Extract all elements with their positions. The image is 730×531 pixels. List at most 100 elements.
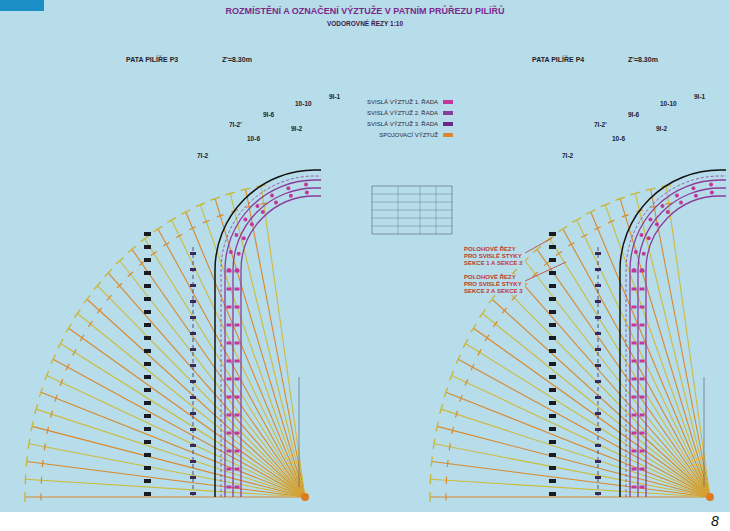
bar-marker [549,323,556,327]
bar-end [31,421,33,431]
bar-ray [41,392,305,497]
subtitle: VODOROVNÉ ŘEZY 1:10 [327,20,403,27]
bar-ray [666,186,710,497]
bar-end [84,295,90,303]
bar-end [586,210,595,214]
bar-end [51,411,53,418]
bar-marker [549,245,556,249]
bar-marker [549,349,556,353]
bar-marker [190,316,196,319]
bar-marker [549,479,556,483]
bar-marker [595,492,601,495]
bar-marker [144,323,151,327]
bar-ray [108,273,305,497]
bar-end [58,339,63,348]
bar-end [646,188,656,190]
bar-dot [289,194,293,198]
bar-marker [595,428,601,431]
bar-dot [632,414,637,417]
bar-end [141,236,149,242]
bar-dot [640,342,645,345]
bar-marker [549,258,556,262]
bar-mark: 10-6 [246,135,261,142]
panel [0,0,730,512]
section-heading: PATA PILÍŘE P3 [126,56,178,64]
bar-marker [190,300,196,303]
section-outline [241,196,321,497]
bar-dot [227,268,231,272]
bar-marker [549,271,556,275]
bar-end [55,395,57,402]
bar-marker [595,364,601,367]
bar-marker [144,466,151,470]
bar-end [128,272,133,277]
section-outline [221,176,321,497]
bar-end [429,474,431,484]
bar-dot [235,342,240,345]
legend-swatch [443,100,453,104]
fan-center [301,493,309,501]
bar-dot [227,468,232,471]
section-outline [646,196,726,497]
bar-end [446,477,448,484]
bar-end [128,246,136,252]
bar-end [489,295,495,303]
bar-end [176,234,182,237]
bar-marker [190,364,196,367]
bar-end [502,308,506,313]
bar-marker [190,476,196,479]
bar-marker [549,453,556,457]
bar-dot [640,414,645,417]
bar-end [60,379,63,385]
bar-marker [549,440,556,444]
bar-ray [261,186,305,497]
bar-ray [430,496,710,497]
bar-end [66,324,71,332]
bar-ray [77,313,305,497]
bar-end [196,203,205,207]
bar-ray [437,426,710,497]
bar-dot [640,268,644,272]
bar-end [39,387,42,396]
bar-end [447,460,449,467]
bar-marker [595,316,601,319]
callout-note: POLOHOVÉ ŘEZY PRO SVISLÉ STYKY SEKCE 1 A… [463,246,525,267]
bar-end [450,371,454,380]
bar-marker [190,380,196,383]
bar-marker [190,348,196,351]
bar-ray [452,376,710,497]
bar-dot [679,200,683,204]
bar-marker [595,396,601,399]
bar-marker [595,444,601,447]
bar-ray [537,249,710,497]
section-heading: Z'=8.30m [628,56,658,64]
bar-marker [549,466,556,470]
bar-mark: 7I-2 [561,152,574,159]
table-grid [372,186,452,234]
bar-dot [286,186,290,190]
bar-mark: 10-10 [659,100,678,107]
title: ROZMÍSTĚNÍ A OZNAČENÍ VÝZTUŽE V PATNÍM P… [226,6,505,16]
bar-dot [227,378,232,381]
bar-marker [595,476,601,479]
bar-end [572,218,581,223]
bar-dot [235,450,240,453]
figure-number: 8 [711,513,719,529]
bar-end [94,282,101,289]
bar-end [456,355,460,364]
bar-marker [595,380,601,383]
bar-dot [666,210,670,214]
bar-dot [632,378,637,381]
bar-dot [640,378,645,381]
bar-dot [632,324,637,327]
bar-end [471,324,476,332]
bar-dot [235,288,240,291]
bar-end [601,203,610,207]
bar-marker [595,252,601,255]
bar-dot [640,360,645,363]
bar-marker [549,284,556,288]
legend-row: SVISLÁ VÝZTUŽ 1. ŘADA [366,96,453,107]
bar-dot [270,194,274,198]
bar-end [444,387,447,396]
